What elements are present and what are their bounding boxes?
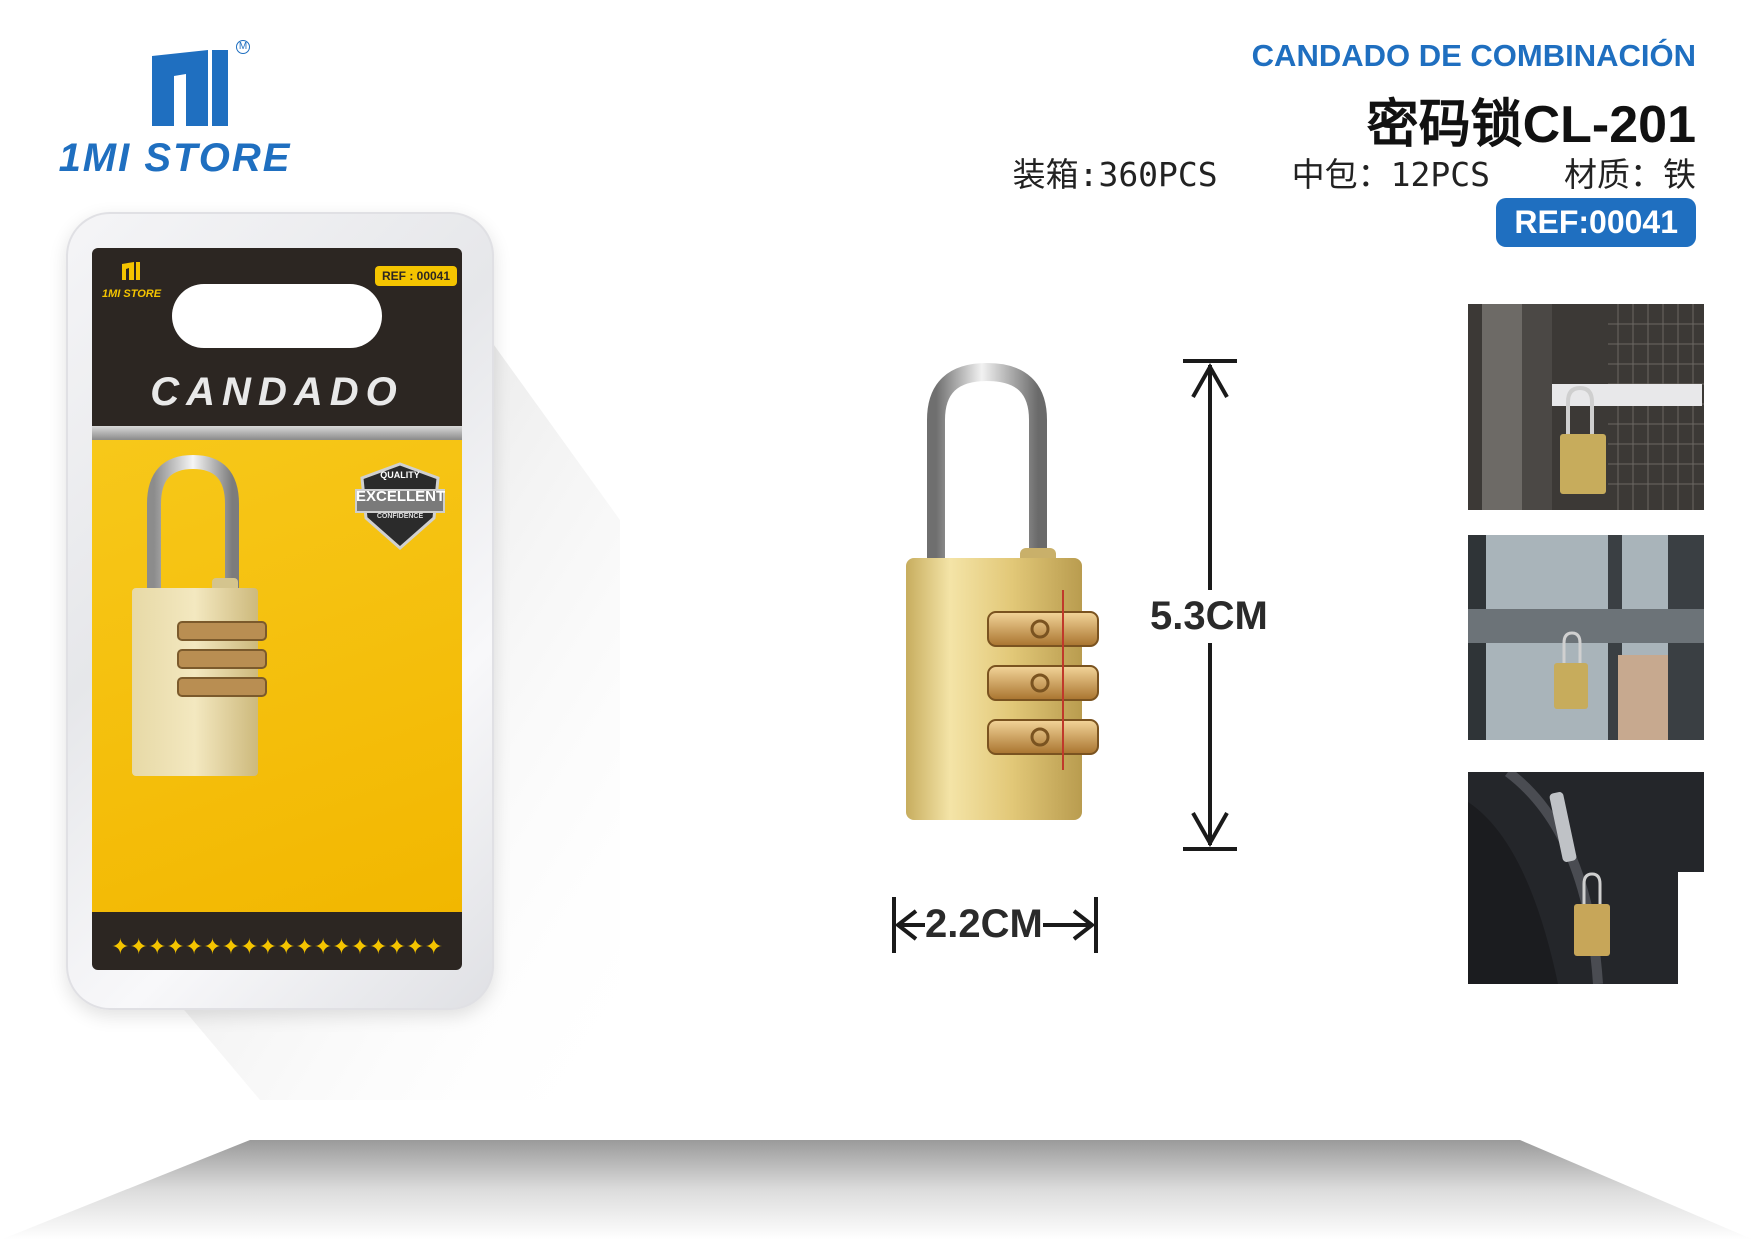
product-title-chinese: 密码锁CL-201: [1366, 96, 1696, 154]
spec-inner-pack: 中包：12PCS: [1291, 155, 1490, 194]
hang-hole: [172, 284, 382, 348]
card-stars: ✦✦✦✦✦✦✦✦✦✦✦✦✦✦✦✦✦✦: [111, 934, 443, 959]
badge-line-3: CONFIDENCE: [376, 513, 424, 520]
card-logo-icon: [122, 262, 140, 280]
lock-on-window-frame-photo-icon: [1468, 535, 1704, 740]
lock-on-backpack-zipper-photo-icon: [1468, 772, 1704, 984]
product-title-spanish: CANDADO DE COMBINACIÓN: [1251, 38, 1696, 73]
spec-material: 材质：铁: [1564, 155, 1696, 194]
packing-specs: 装箱:360PCS 中包：12PCS 材质：铁: [1013, 148, 1696, 196]
width-label: 2.2CM: [925, 902, 1043, 947]
badge-line-1: QUALITY: [380, 470, 420, 480]
usage-photo-mesh-door: [1468, 304, 1704, 510]
package-padlock-icon: [132, 454, 267, 776]
usage-photo-window: [1468, 535, 1704, 740]
badge-line-2: EXCELLENT: [356, 488, 446, 505]
card-divider: [92, 426, 462, 440]
ref-badge: REF:00041: [1496, 198, 1696, 247]
card-brand-name: 1MI STORE: [102, 288, 162, 300]
usage-photo-backpack: [1468, 772, 1704, 984]
lock-on-mesh-door-photo-icon: [1468, 304, 1704, 510]
padlock-icon: [906, 362, 1099, 820]
height-label: 5.3CM: [1150, 590, 1268, 643]
spec-carton: 装箱:360PCS: [1012, 155, 1218, 194]
logo-mark-icon: [152, 50, 228, 126]
brand-logo: M 1MI STORE: [50, 40, 300, 180]
trademark-icon: M: [236, 40, 250, 54]
card-title: CANDADO: [150, 370, 404, 414]
brand-name: 1MI STORE: [58, 136, 292, 180]
floor-shadow: [0, 1140, 1754, 1240]
card-ref: REF : 00041: [375, 266, 458, 286]
quality-badge-icon: [355, 462, 445, 551]
